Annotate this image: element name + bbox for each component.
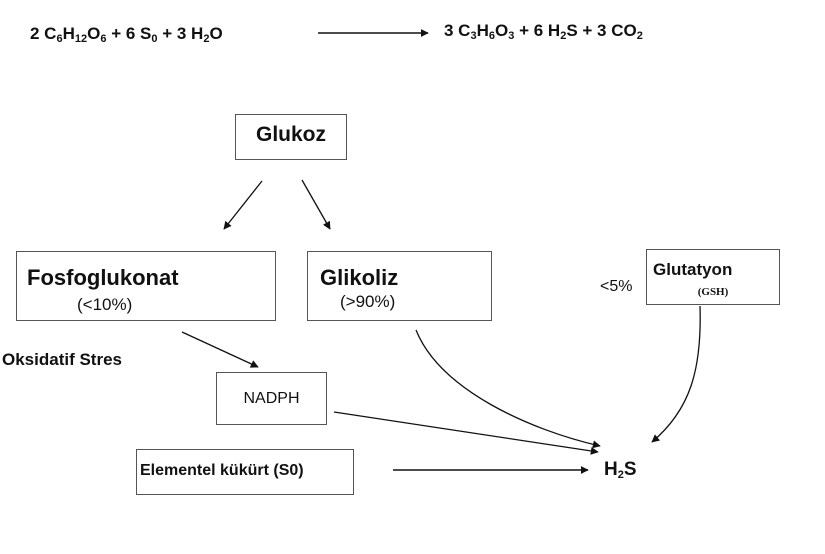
arrow-fosfoglukonat-nadph xyxy=(181,331,259,368)
glikoliz-percent: (>90%) xyxy=(340,292,396,311)
glukoz-box: Glukoz xyxy=(235,114,347,160)
glikoliz-box: Glikoliz (>90%) xyxy=(307,251,492,321)
arrow-glukoz-glikoliz xyxy=(301,179,331,230)
nadph-box: NADPH xyxy=(216,372,327,425)
glutatyon-label: Glutatyon xyxy=(653,260,733,279)
arrow-glukoz-fosfoglukonat xyxy=(223,180,263,230)
oksidatif-stres-label: Oksidatif Stres xyxy=(2,350,122,369)
fosfoglukonat-box: Fosfoglukonat (<10%) xyxy=(16,251,276,321)
arrow-nadph-h2s xyxy=(333,411,599,455)
fosfoglukonat-label: Fosfoglukonat xyxy=(27,265,179,290)
arrow-glutatyon-h2s xyxy=(651,305,701,443)
h2s-label: H2S xyxy=(604,459,637,481)
elementel-kukurt-label: Elementel kükürt (S0) xyxy=(140,462,304,479)
glukoz-label: Glukoz xyxy=(255,123,326,146)
arrow-glikoliz-h2s xyxy=(415,329,601,449)
elementel-kukurt-box: Elementel kükürt (S0) xyxy=(136,449,354,495)
equation-products: 3 C3H6O3 + 6 H2S + 3 CO2 xyxy=(444,21,643,42)
fosfoglukonat-percent: (<10%) xyxy=(77,295,133,314)
glutatyon-percent: <5% xyxy=(600,278,633,295)
nadph-label: NADPH xyxy=(243,390,300,407)
glutatyon-abbr: (GSH) xyxy=(697,286,729,298)
glutatyon-box: Glutatyon (GSH) xyxy=(646,249,780,305)
equation-reactants: 2 C6H12O6 + 6 S0 + 3 H2O xyxy=(30,24,223,45)
glikoliz-label: Glikoliz xyxy=(320,265,399,290)
